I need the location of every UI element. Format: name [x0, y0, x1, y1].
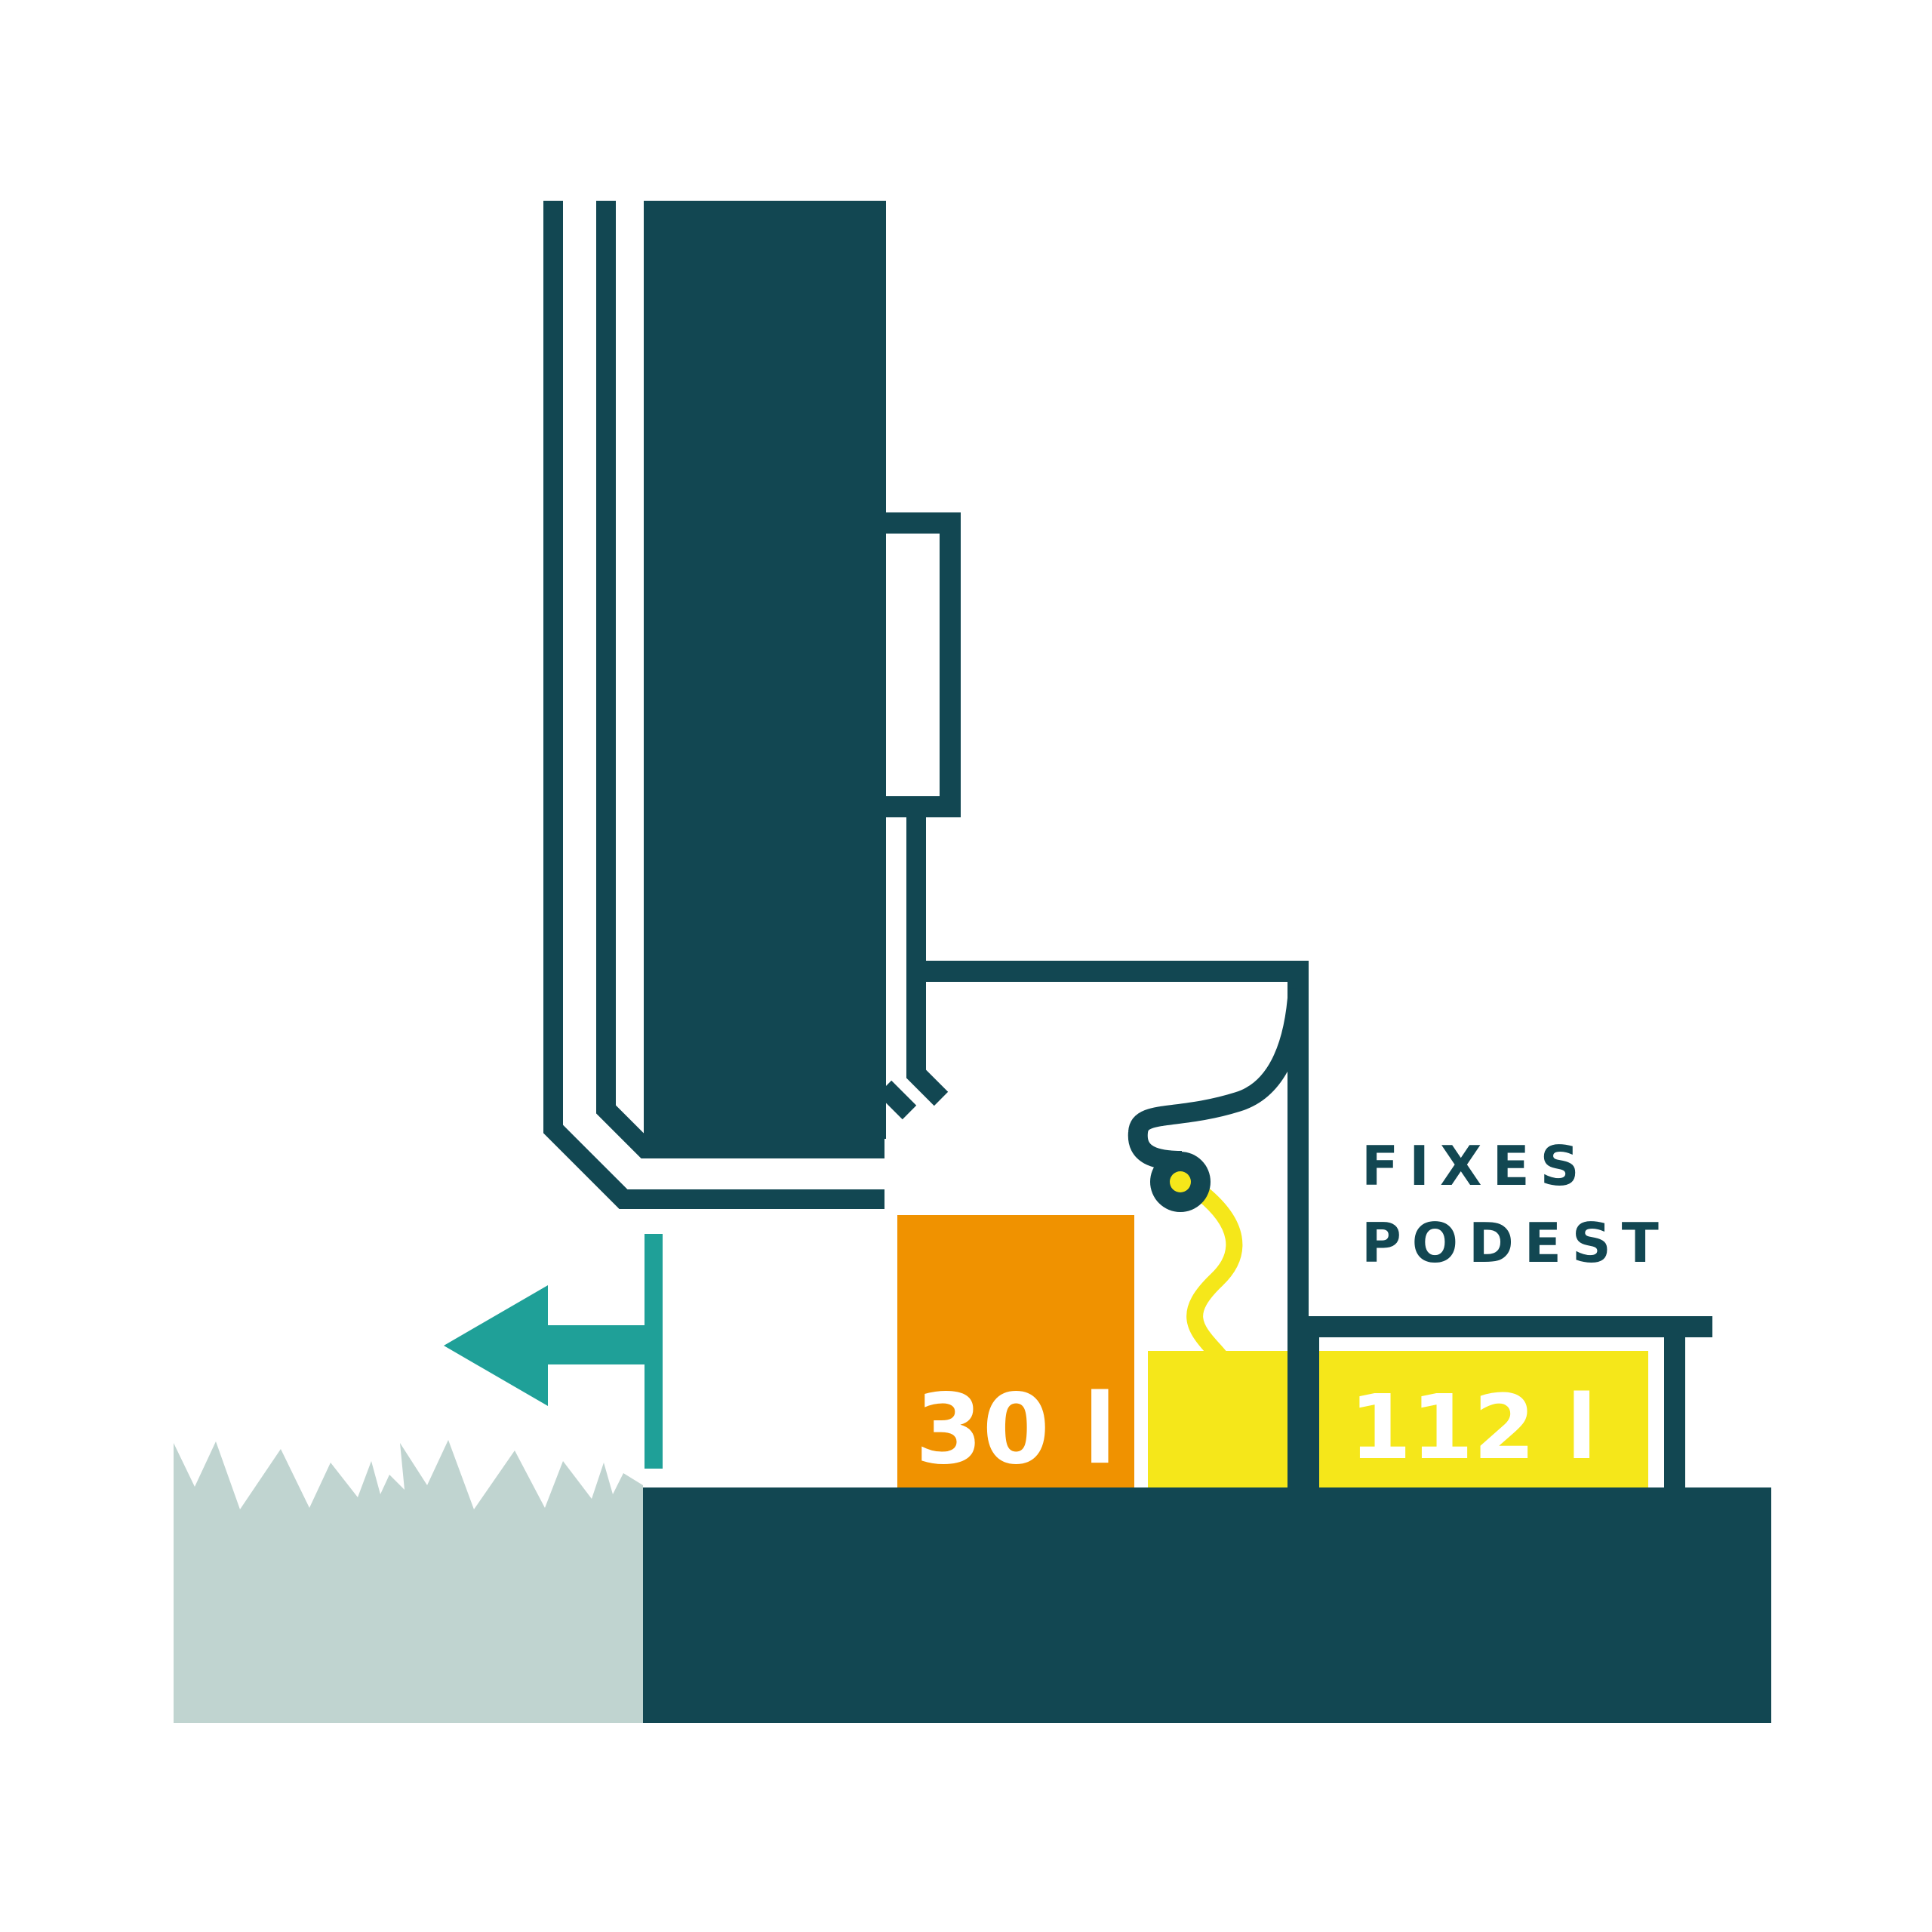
platform-label-line1: FIXES — [1361, 1134, 1590, 1198]
hose-icon — [1128, 988, 1308, 1389]
machine-body — [543, 201, 1309, 1209]
fixed-platform — [1287, 1011, 1712, 1498]
small-tank-label: 30 l — [915, 1374, 1117, 1486]
large-tank — [1148, 1351, 1648, 1487]
ground-slab — [643, 1487, 1771, 1723]
small-tank — [897, 1215, 1134, 1487]
grass-icon — [174, 1440, 643, 1723]
large-tank-label: 112 l — [1349, 1375, 1597, 1479]
left-arrow-icon — [444, 1234, 663, 1469]
platform-label-line2: PODEST — [1361, 1211, 1669, 1275]
